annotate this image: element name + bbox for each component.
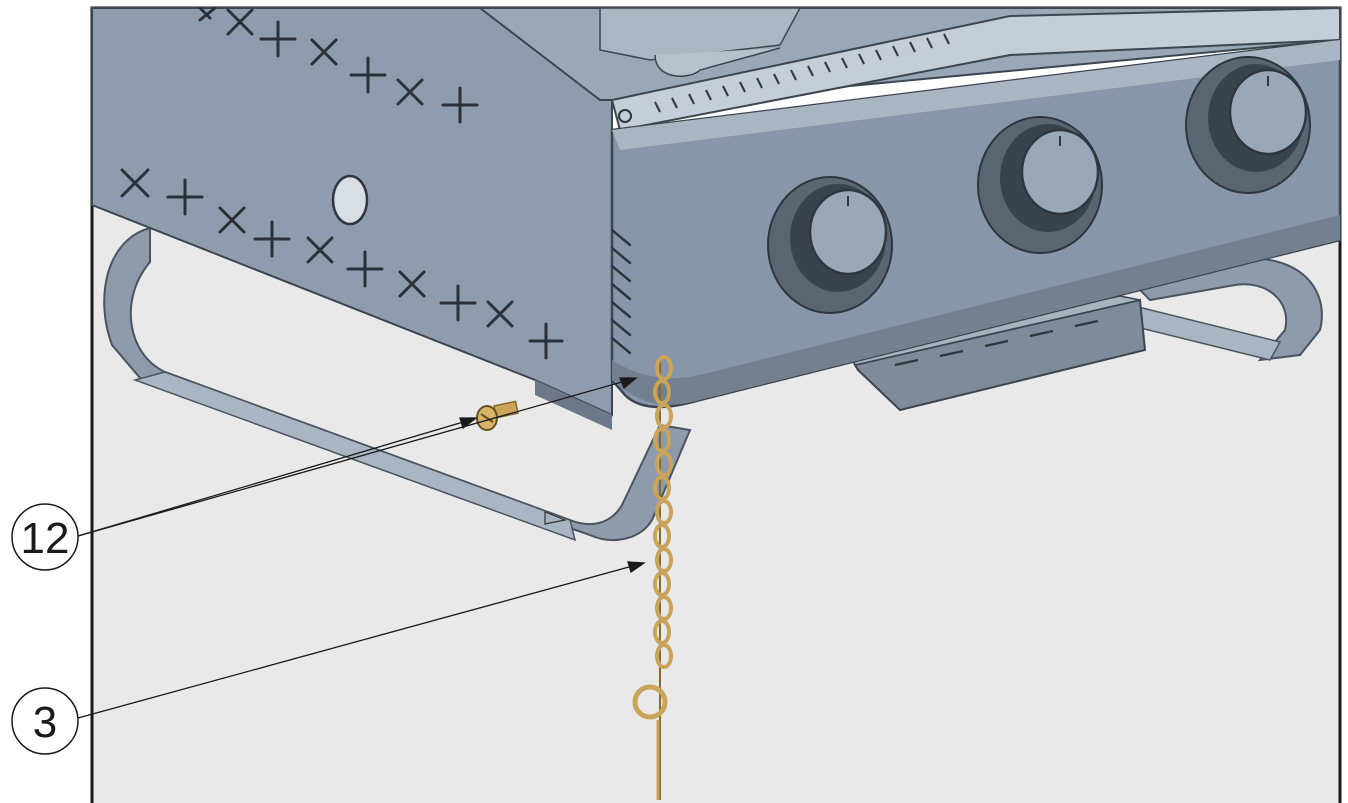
callout-3: 3 [12, 688, 78, 754]
control-knob-1 [768, 177, 892, 313]
callout-12: 12 [12, 504, 78, 570]
callout-label-3: 3 [33, 698, 57, 747]
control-knob-2 [978, 117, 1102, 253]
control-knob-3 [1186, 57, 1310, 193]
callout-label-12: 12 [21, 514, 70, 563]
